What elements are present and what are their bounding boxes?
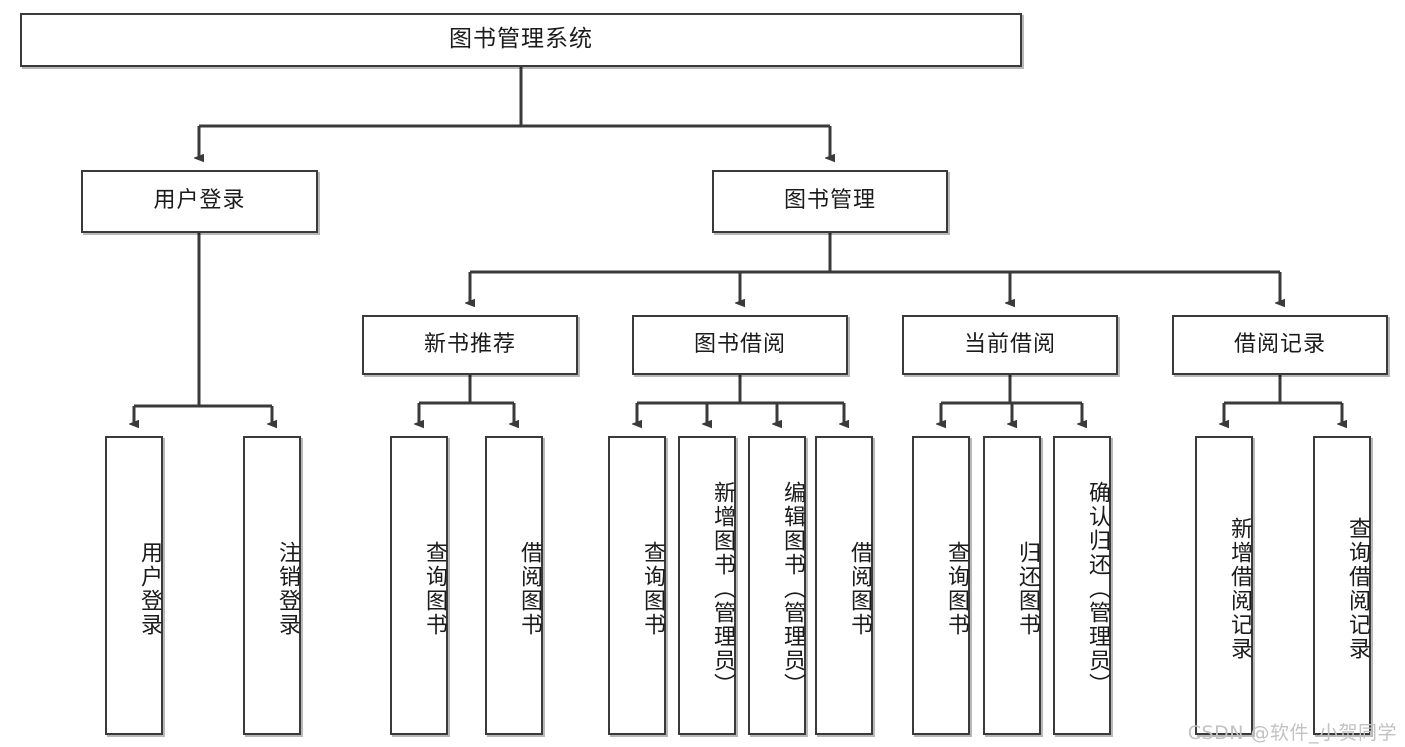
node-label: 用户登录 bbox=[153, 188, 246, 214]
node-label: 新增图书（管理员） bbox=[710, 480, 735, 697]
node-current-borrow[interactable]: 当前借阅 bbox=[902, 315, 1118, 375]
node-book-borrow[interactable]: 图书借阅 bbox=[632, 315, 848, 375]
node-label: 确认归还（管理员） bbox=[1085, 480, 1110, 697]
node-borrow-records[interactable]: 借阅记录 bbox=[1172, 315, 1388, 375]
node-leaf-add-book-admin[interactable]: 新增图书（管理员） bbox=[678, 436, 736, 735]
node-label: 图书借阅 bbox=[693, 331, 786, 357]
node-leaf-user-login[interactable]: 用户登录 bbox=[105, 436, 163, 735]
node-leaf-confirm-return-admin[interactable]: 确认归还（管理员） bbox=[1053, 436, 1111, 735]
node-leaf-edit-book-admin[interactable]: 编辑图书（管理员） bbox=[748, 436, 806, 735]
node-label: 注销登录 bbox=[275, 540, 300, 637]
node-label: 当前借阅 bbox=[963, 331, 1056, 357]
node-label: 查询图书 bbox=[640, 540, 665, 637]
node-leaf-add-borrow-record[interactable]: 新增借阅记录 bbox=[1195, 436, 1253, 735]
node-label: 借阅图书 bbox=[847, 540, 872, 637]
node-label: 用户登录 bbox=[137, 540, 162, 637]
node-label: 查询借阅记录 bbox=[1345, 516, 1370, 661]
node-label: 图书管理系统 bbox=[449, 26, 593, 53]
node-label: 查询图书 bbox=[944, 540, 969, 637]
node-label: 新增借阅记录 bbox=[1227, 516, 1252, 661]
node-leaf-return-book[interactable]: 归还图书 bbox=[983, 436, 1041, 735]
node-leaf-query-book-current[interactable]: 查询图书 bbox=[912, 436, 970, 735]
node-label: 借阅记录 bbox=[1233, 331, 1326, 357]
node-root-system[interactable]: 图书管理系统 bbox=[20, 13, 1022, 67]
node-label: 借阅图书 bbox=[517, 540, 542, 637]
node-leaf-query-book-recommend[interactable]: 查询图书 bbox=[390, 436, 448, 735]
node-leaf-borrow-book[interactable]: 借阅图书 bbox=[815, 436, 873, 735]
node-label: 查询图书 bbox=[422, 540, 447, 637]
node-leaf-borrow-book-recommend[interactable]: 借阅图书 bbox=[485, 436, 543, 735]
node-leaf-logout[interactable]: 注销登录 bbox=[243, 436, 301, 735]
node-new-book-recommend[interactable]: 新书推荐 bbox=[362, 315, 578, 375]
node-user-login[interactable]: 用户登录 bbox=[81, 170, 318, 233]
node-leaf-query-borrow-record[interactable]: 查询借阅记录 bbox=[1313, 436, 1371, 735]
node-label: 归还图书 bbox=[1015, 540, 1040, 637]
node-label: 编辑图书（管理员） bbox=[780, 480, 805, 697]
node-leaf-query-book-borrow[interactable]: 查询图书 bbox=[608, 436, 666, 735]
node-label: 新书推荐 bbox=[423, 331, 516, 357]
node-book-management[interactable]: 图书管理 bbox=[712, 170, 948, 233]
node-label: 图书管理 bbox=[783, 188, 876, 214]
